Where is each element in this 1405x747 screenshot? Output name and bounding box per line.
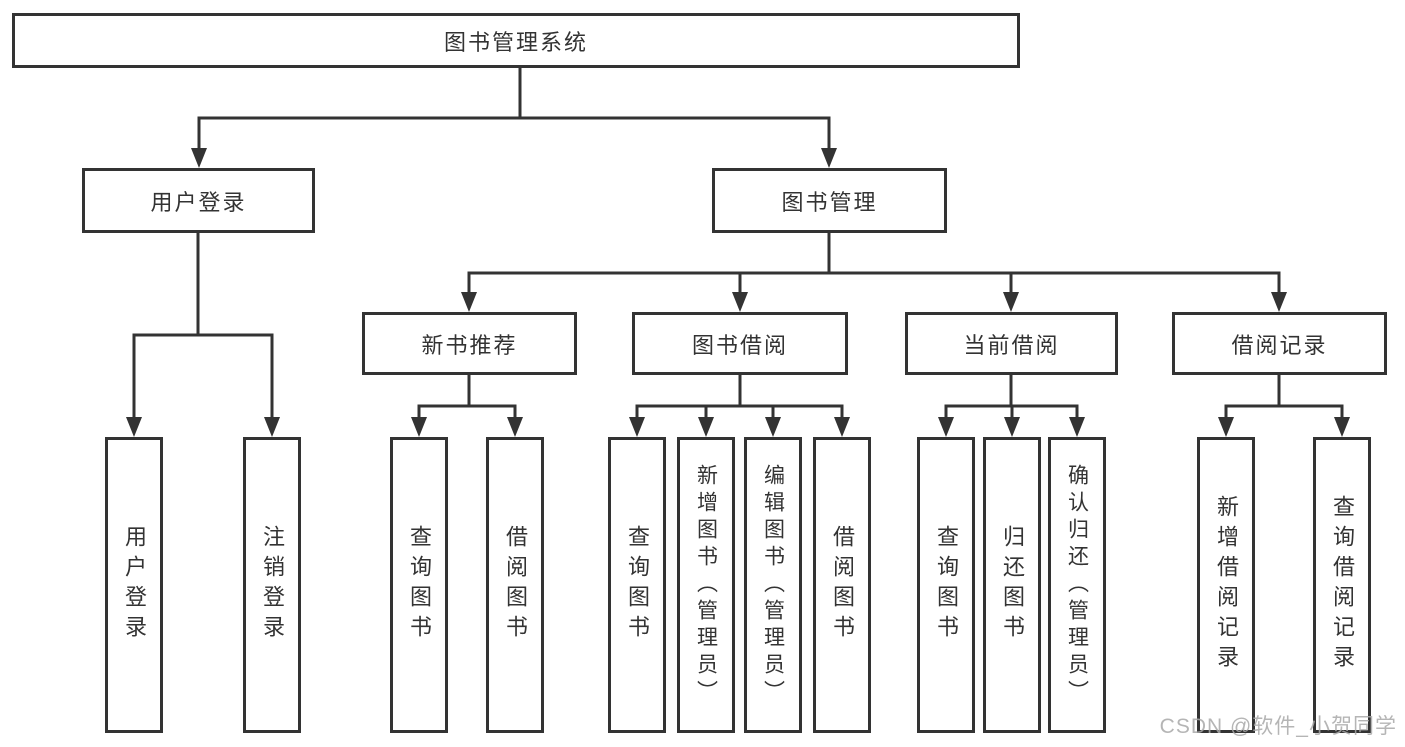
node-book-management: 图书管理 [712,168,947,233]
node-root-book-management-system: 图书管理系统 [12,13,1020,68]
leaf-query-books-current: 查询图书 [917,437,975,733]
leaf-query-books-borrowing: 查询图书 [608,437,666,733]
leaf-return-books: 归还图书 [983,437,1041,733]
node-current-borrowing: 当前借阅 [905,312,1118,375]
leaf-user-login: 用户登录 [105,437,163,733]
node-user-login: 用户登录 [82,168,315,233]
leaf-query-books-recommend: 查询图书 [390,437,448,733]
leaf-edit-books-admin: 编辑图书（管理员） [744,437,802,733]
leaf-logout: 注销登录 [243,437,301,733]
leaf-add-books-admin: 新增图书（管理员） [677,437,735,733]
leaf-add-borrow-record: 新增借阅记录 [1197,437,1255,733]
leaf-borrow-books-recommend: 借阅图书 [486,437,544,733]
leaf-confirm-return-admin: 确认归还（管理员） [1048,437,1106,733]
node-book-borrowing: 图书借阅 [632,312,848,375]
node-new-book-recommendation: 新书推荐 [362,312,577,375]
csdn-watermark: CSDN @软件_小贺同学 [1159,715,1397,738]
leaf-borrow-books-borrowing: 借阅图书 [813,437,871,733]
leaf-query-borrow-record: 查询借阅记录 [1313,437,1371,733]
node-borrowing-records: 借阅记录 [1172,312,1387,375]
